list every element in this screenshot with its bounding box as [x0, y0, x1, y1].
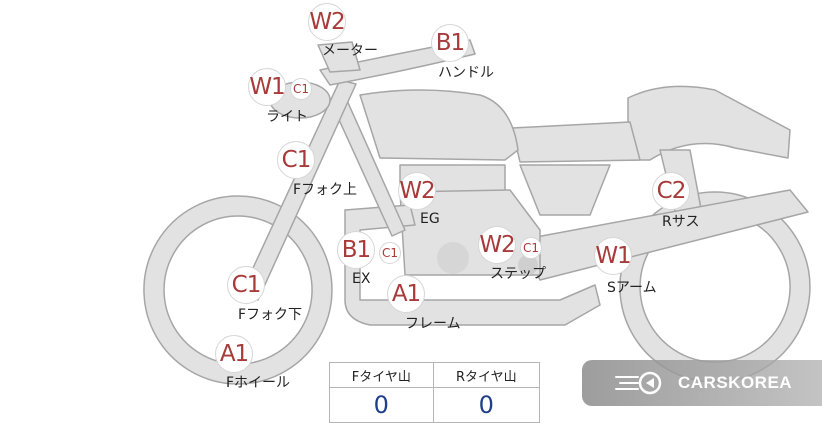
- label-ex: EX: [352, 271, 371, 287]
- header-rear-tire: Rタイヤ山: [432, 362, 541, 388]
- tire-table-value-row: 0 0: [329, 387, 541, 423]
- marker-light: W1: [248, 68, 286, 106]
- engine-cover: [437, 242, 469, 274]
- carskorea-logo-icon: [615, 371, 662, 395]
- tire-table-header-row: Fタイヤ山 Rタイヤ山: [329, 362, 541, 388]
- seat: [511, 121, 641, 163]
- header-front-tire: Fタイヤ山: [329, 362, 434, 388]
- marker-eg: W2: [398, 172, 436, 210]
- marker-f-wheel: A1: [215, 335, 253, 373]
- label-r-sus: Rサス: [662, 214, 700, 230]
- marker-meter: W2: [308, 3, 346, 41]
- label-s-arm: Sアーム: [607, 280, 657, 296]
- label-frame: フレーム: [405, 316, 461, 332]
- marker-step-sub: C1: [520, 237, 542, 259]
- watermark-text: CARSKOREA: [678, 373, 793, 392]
- front-fork: [239, 79, 357, 301]
- footpeg-cover: [518, 255, 538, 275]
- marker-f-fork-upper: C1: [277, 141, 315, 179]
- label-f-fork-lower: Fフォク下: [238, 307, 303, 323]
- label-handle: ハンドル: [438, 65, 494, 81]
- marker-r-sus: C2: [652, 172, 690, 210]
- label-f-fork-upper: Fフォク上: [293, 182, 358, 198]
- marker-ex-sub: C1: [379, 242, 401, 264]
- fuel-tank: [359, 89, 519, 161]
- label-meter: メーター: [322, 43, 378, 59]
- marker-f-fork-lower: C1: [227, 266, 265, 304]
- marker-frame: A1: [387, 275, 425, 313]
- marker-s-arm: W1: [594, 237, 632, 275]
- marker-ex: B1: [337, 231, 375, 269]
- label-eg: EG: [420, 211, 440, 227]
- label-light: ライト: [266, 109, 308, 125]
- side-cover: [519, 164, 611, 216]
- value-front-tire: 0: [329, 387, 434, 423]
- label-step: ステップ: [490, 266, 546, 282]
- marker-step: W2: [478, 226, 516, 264]
- tire-tread-table: Fタイヤ山 Rタイヤ山 0 0: [329, 362, 541, 423]
- value-rear-tire: 0: [432, 387, 541, 423]
- rear-fender: [627, 85, 791, 161]
- marker-handle: B1: [431, 24, 469, 62]
- marker-light-sub: C1: [290, 78, 312, 100]
- label-f-wheel: Fホイール: [226, 375, 291, 391]
- carskorea-watermark: CARSKOREA: [582, 360, 822, 406]
- meter-housing: [317, 41, 361, 73]
